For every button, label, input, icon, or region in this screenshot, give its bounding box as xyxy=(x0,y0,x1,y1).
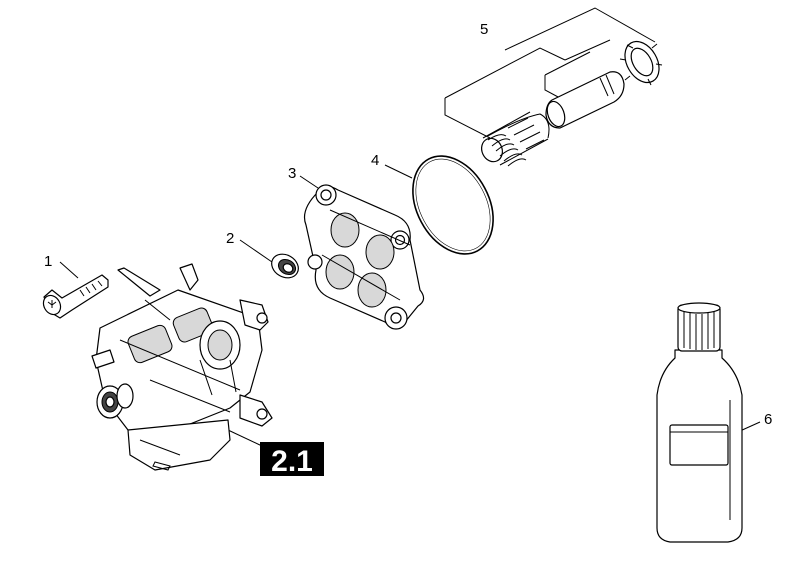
flange-plate-part xyxy=(303,184,425,330)
retaining-ring xyxy=(619,40,663,86)
screw-part xyxy=(42,274,109,319)
callout-1: 1 xyxy=(44,253,52,270)
callout-5: 5 xyxy=(480,21,488,38)
pump-housing-part xyxy=(91,263,273,471)
callout-labels: 1 2 3 4 5 6 xyxy=(44,21,772,428)
assembly-badge: 2.1 xyxy=(260,442,324,478)
spring xyxy=(481,111,550,167)
assembly-badge-label: 2.1 xyxy=(271,445,313,478)
outlet-port xyxy=(96,383,134,419)
bearing-ring-part xyxy=(271,253,299,279)
callout-4: 4 xyxy=(371,152,379,169)
callout-3: 3 xyxy=(288,165,296,182)
callout-6: 6 xyxy=(764,411,772,428)
callout-2: 2 xyxy=(226,230,234,247)
valve-kit-part xyxy=(481,40,663,167)
o-ring-part xyxy=(412,155,494,255)
piston xyxy=(545,71,625,129)
oil-bottle-part xyxy=(656,302,743,543)
